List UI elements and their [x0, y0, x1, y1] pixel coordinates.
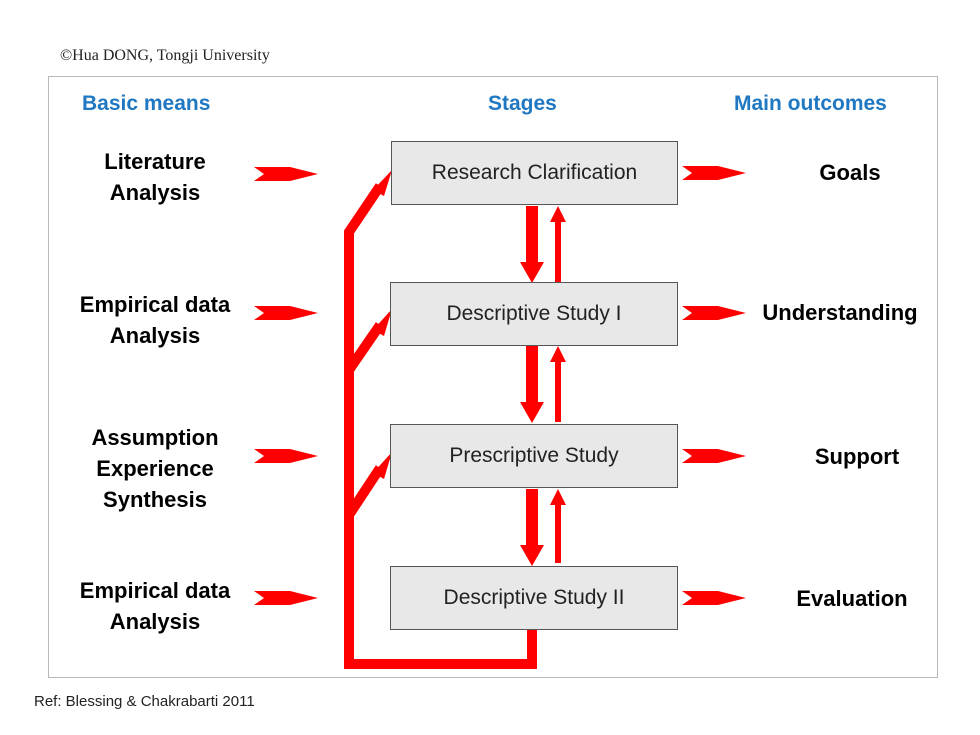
diagram-frame [48, 76, 938, 678]
input-arrow-4 [254, 591, 318, 605]
input-arrow-1 [254, 167, 318, 181]
reference-citation: Ref: Blessing & Chakrabarti 2011 [34, 693, 255, 710]
copyright-notice: ©Hua DONG, Tongji University [60, 47, 270, 64]
stage-prescriptive-study: Prescriptive Study [390, 424, 678, 488]
header-stages: Stages [488, 92, 557, 115]
feedback-loop [344, 183, 537, 669]
outcome-evaluation: Evaluation [796, 586, 908, 611]
input-arrow-2 [254, 306, 318, 320]
down-arrow-3 [520, 489, 544, 566]
means-empirical-data-analysis-1: Empirical data Analysis [79, 292, 231, 348]
up-arrow-1 [550, 206, 566, 282]
up-arrow-3 [550, 489, 566, 563]
outcome-support: Support [814, 444, 900, 469]
stage-research-clarification: Research Clarification [391, 141, 678, 205]
output-arrow-4 [682, 591, 746, 605]
header-basic-means: Basic means [82, 92, 211, 115]
outcome-understanding: Understanding [762, 300, 918, 325]
header-main-outcomes: Main outcomes [734, 92, 887, 115]
down-arrow-2 [520, 346, 544, 423]
feedback-branch-3 [344, 465, 385, 518]
input-arrow-3 [254, 449, 318, 463]
output-arrow-3 [682, 449, 746, 463]
means-literature-analysis: Literature Analysis [104, 149, 206, 205]
means-assumption-experience-synthesis: Assumption Experience Synthesis [91, 425, 219, 512]
output-arrow-2 [682, 306, 746, 320]
output-arrow-1 [682, 166, 746, 180]
stage-descriptive-study-2: Descriptive Study II [390, 566, 678, 630]
outcome-goals: Goals [819, 160, 881, 185]
stage-descriptive-study-1: Descriptive Study I [390, 282, 678, 346]
down-arrow-1 [520, 206, 544, 283]
feedback-branch-2 [344, 322, 385, 373]
means-empirical-data-analysis-2: Empirical data Analysis [79, 578, 231, 634]
up-arrow-2 [550, 346, 566, 422]
